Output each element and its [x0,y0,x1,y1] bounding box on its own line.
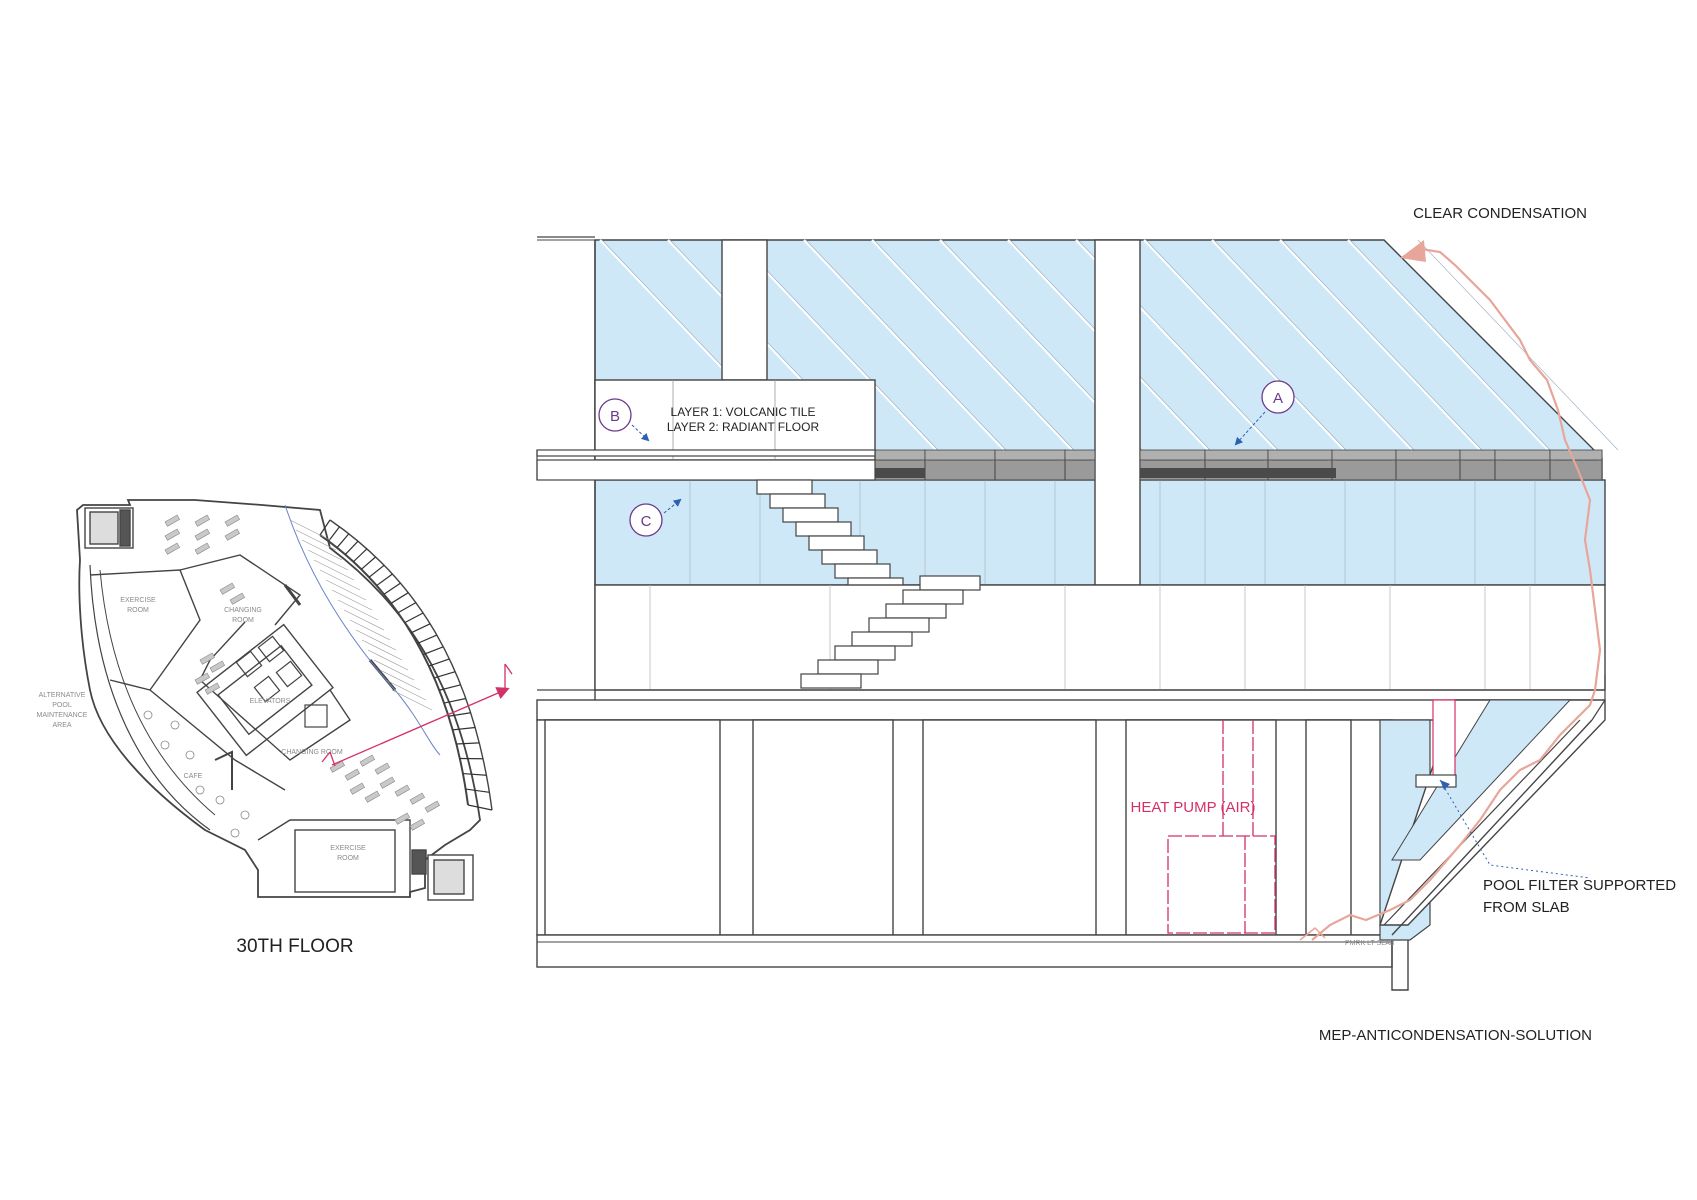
elevator-cores [235,635,328,728]
pool-filter [1432,699,1456,781]
room-alt-pool-4: AREA [52,722,71,729]
floor-plan [76,499,493,901]
section-cut-line [321,663,513,767]
marker-b: B [598,398,650,442]
svg-text:A: A [1273,390,1283,407]
room-alt-pool-3: MAINTENANCE [37,712,88,719]
layer2-label: LAYER 2: RADIANT FLOOR [667,420,820,434]
room-exercise-bottom-2: ROOM [337,855,359,862]
condensation-airflow [1311,246,1602,941]
room-changing-bottom: CHANGING ROOM [281,749,343,756]
marker-c: C [629,498,682,537]
marker-a: A [1234,380,1295,446]
room-exercise-bottom-1: EXERCISE [330,845,366,852]
svg-text:PMRK LT SLAB: PMRK LT SLAB [1345,940,1395,947]
facade-louvers [319,519,493,811]
clear-condensation-label: CLEAR CONDENSATION [1413,205,1587,222]
section-caption: MEP-ANTICONDENSATION-SOLUTION [1319,1027,1592,1044]
svg-text:C: C [641,513,652,530]
room-changing-top-2: ROOM [232,617,254,624]
beam-row [874,449,1603,481]
plan-outline [76,499,481,898]
room-elevators: ELEVATORS [250,698,291,705]
column-2 [1094,239,1141,586]
heat-pump-label: HEAT PUMP (AIR) [1130,799,1255,816]
floor-plan-labels: EXERCISE ROOM CHANGING ROOM ALTERNATIVE … [37,597,367,862]
layer1-label: LAYER 1: VOLCANIC TILE [671,405,816,419]
room-cafe: CAFE [184,773,203,780]
room-exercise-top-2: ROOM [127,607,149,614]
pool-filter-label-2: FROM SLAB [1483,899,1570,916]
pool-box [594,379,876,461]
heat-pump [1167,720,1276,934]
room-changing-top-1: CHANGING [224,607,262,614]
room-alt-pool-1: ALTERNATIVE [39,692,86,699]
room-alt-pool-2: POOL [52,702,72,709]
svg-text:B: B [610,408,620,425]
room-exercise-top-1: EXERCISE [120,597,156,604]
column-1 [721,239,768,381]
floor-plan-caption: 30TH FLOOR [236,936,353,957]
building-section: LAYER 1: VOLCANIC TILE LAYER 2: RADIANT … [536,236,1619,991]
pool-filter-label-1: POOL FILTER SUPPORTED [1483,877,1676,894]
mid-wall-band [594,584,1606,691]
